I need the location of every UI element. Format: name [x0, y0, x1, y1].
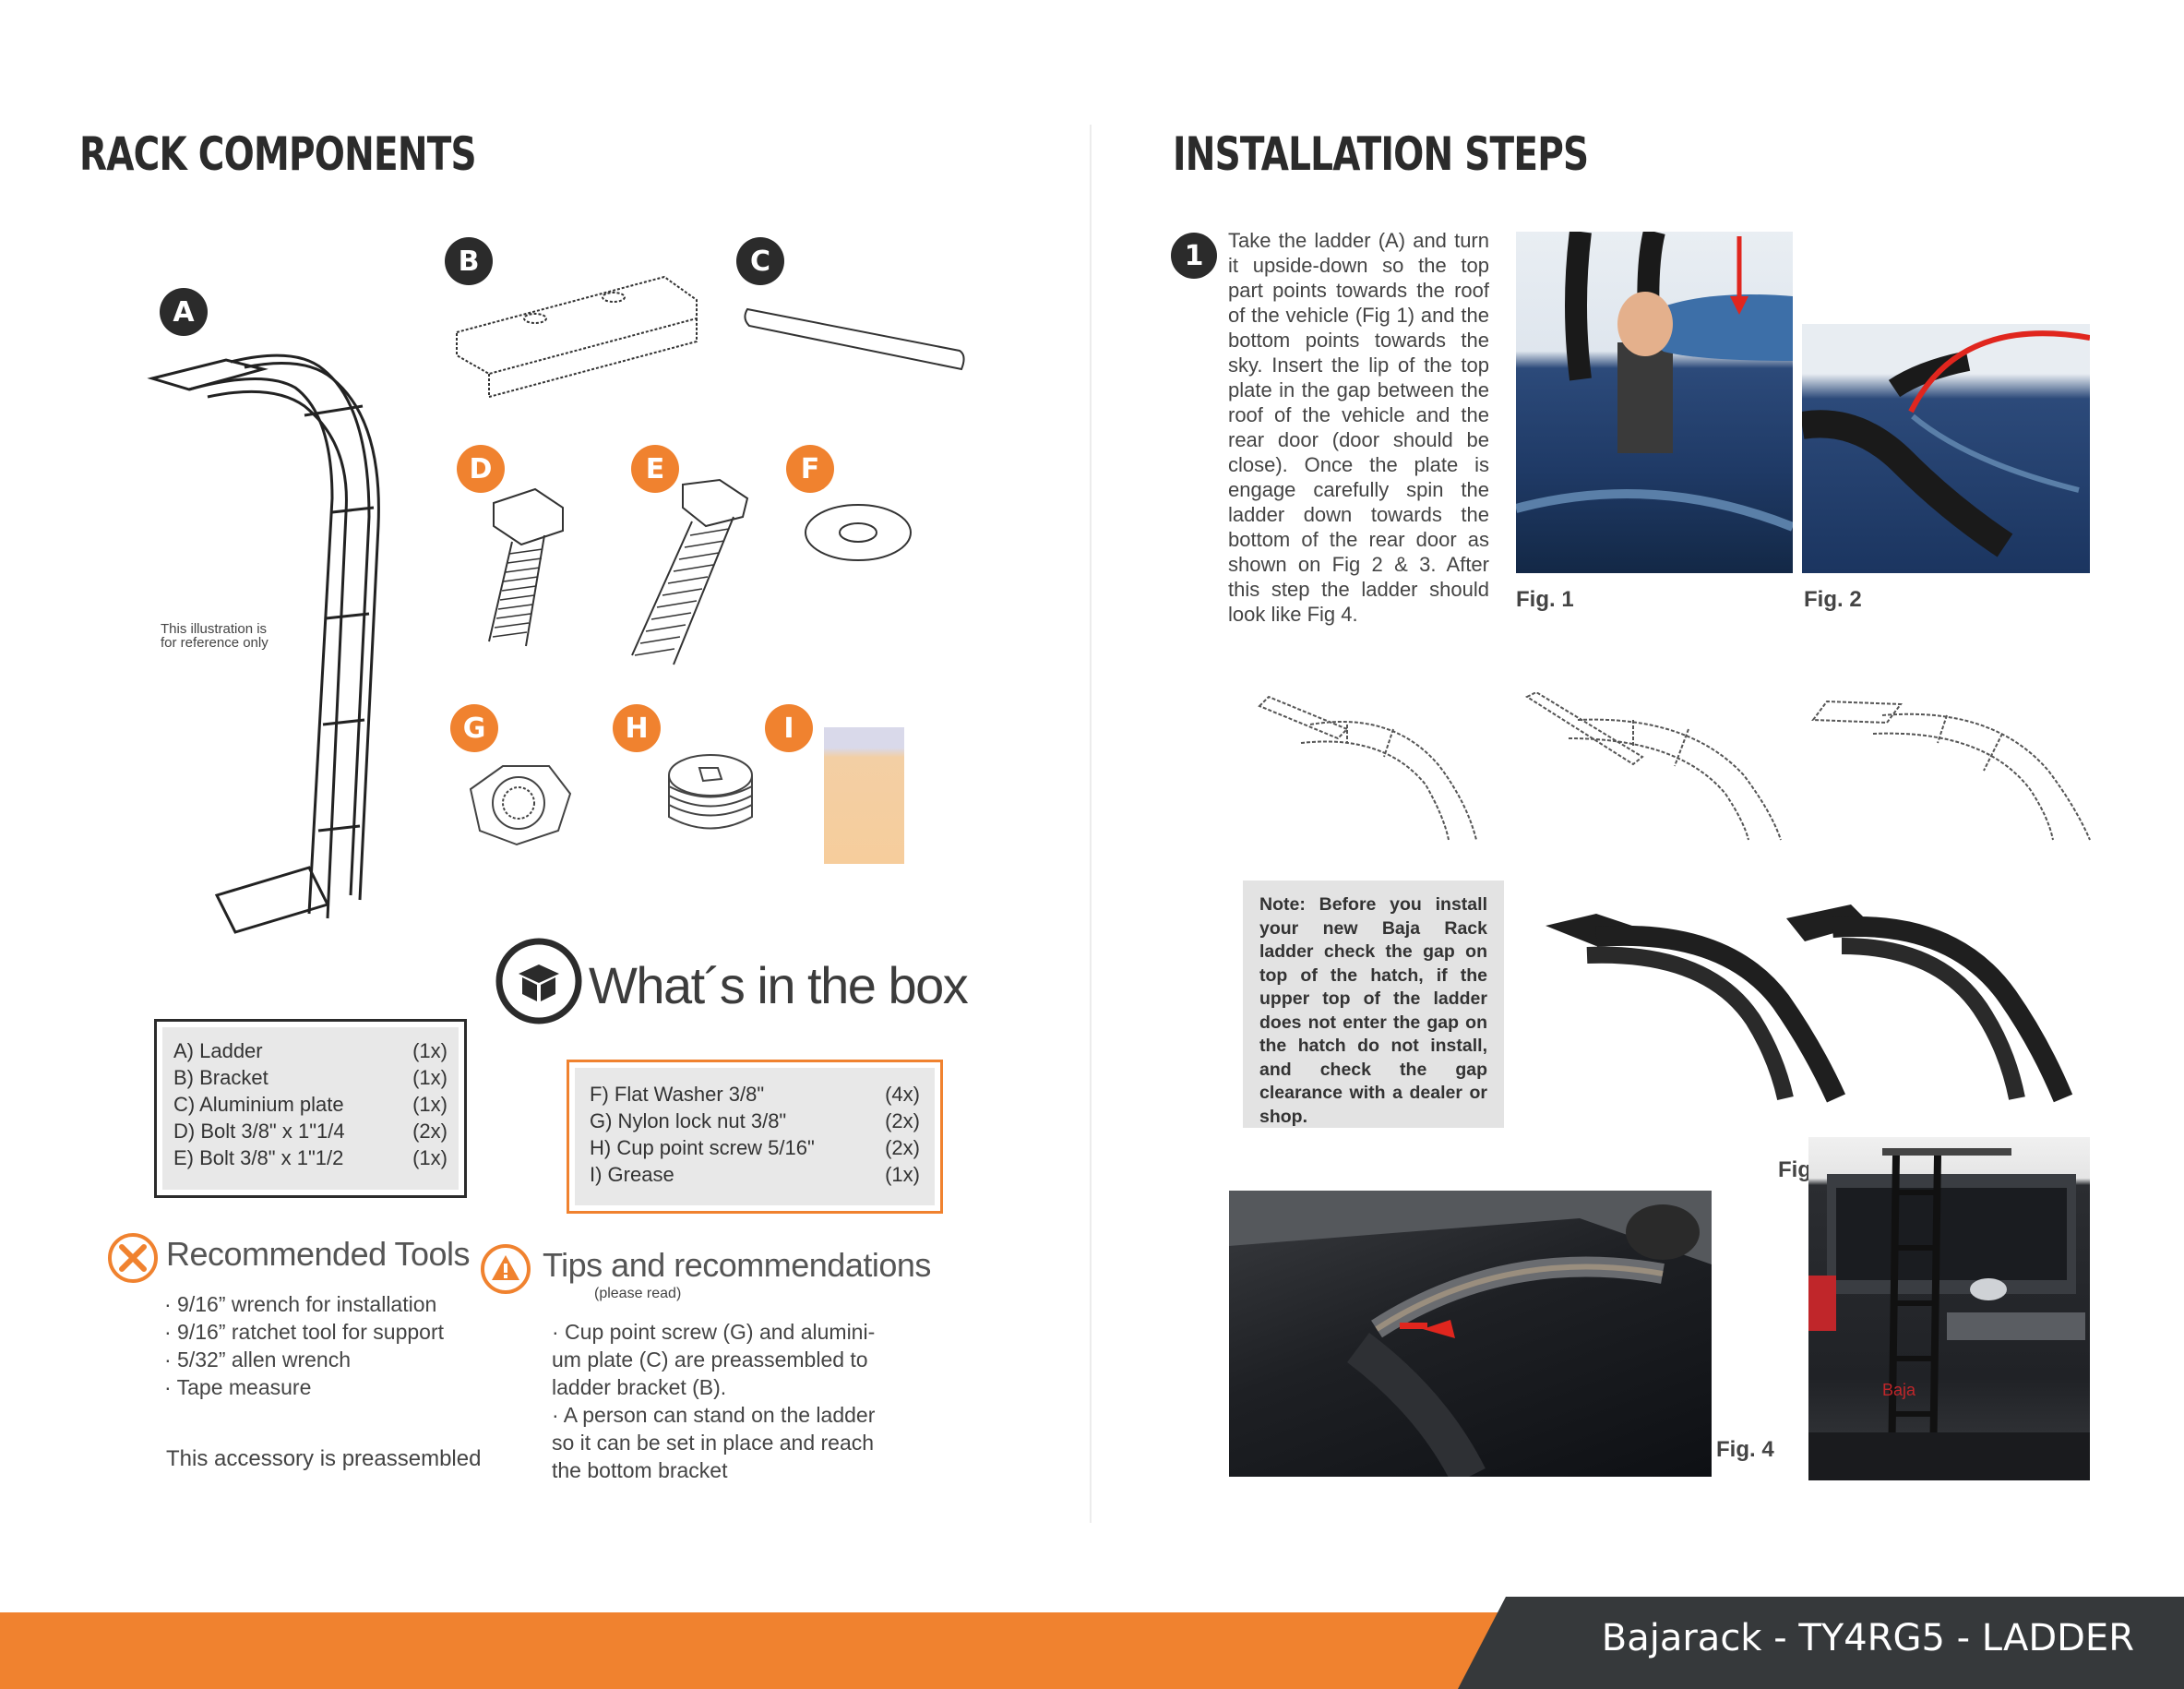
ladder-illustration [147, 353, 380, 934]
tips-line: the bottom bracket [552, 1458, 728, 1482]
fig-4-photo [1229, 1191, 1712, 1477]
tips-line: so it can be set in place and reach [552, 1431, 875, 1455]
badge-e: E [631, 445, 679, 493]
parts-row: D) Bolt 3/8" x 1"1/4(2x) [173, 1120, 448, 1143]
parts-row: E) Bolt 3/8" x 1"1/2(1x) [173, 1146, 448, 1169]
bolt-e-illustration [631, 478, 749, 665]
tools-list-item: · Tape measure [164, 1375, 312, 1399]
whats-in-box-title: What´s in the box [589, 956, 969, 1014]
illustration-note-line1: This illustration is [161, 621, 268, 637]
fig-4-label: Fig. 4 [1716, 1437, 1774, 1462]
fig-2-photo [1802, 324, 2090, 573]
ladder-rotation-drawing-3 [1811, 700, 2091, 841]
parts-row: I) Grease(1x) [590, 1163, 920, 1186]
badge-g: G [450, 704, 498, 752]
footer-orange-band [0, 1612, 1513, 1689]
step-number-badge: 1 [1171, 233, 1217, 279]
tips-subtitle: (please read) [594, 1286, 682, 1301]
tools-list: · 9/16” wrench for installation · 9/16” … [164, 1290, 444, 1401]
rack-components-heading: RACK COMPONENTS [79, 127, 477, 181]
parts-row: F) Flat Washer 3/8"(4x) [590, 1083, 920, 1106]
preassembled-note: This accessory is preassembled [166, 1446, 482, 1471]
parts-row: G) Nylon lock nut 3/8"(2x) [590, 1109, 920, 1132]
badge-f: F [786, 445, 834, 493]
ladder-render-1 [1546, 914, 1846, 1103]
badge-h: H [613, 704, 661, 752]
step-1-text: Take the ladder (A) and turn it upside-d… [1228, 229, 1489, 626]
tips-line: · A person can stand on the ladder [552, 1403, 876, 1427]
installation-steps-heading: INSTALLATION STEPS [1173, 127, 1589, 181]
svg-text:Baja: Baja [1882, 1381, 1916, 1399]
grease-packet [824, 727, 904, 864]
nut-illustration [469, 765, 572, 846]
footer-product-name: Bajarack - TY4RG5 - LADDER [1601, 1617, 2134, 1659]
plate-illustration [744, 307, 965, 371]
box-icon [495, 938, 582, 1024]
badge-c: C [736, 237, 784, 285]
page-divider [1090, 125, 1092, 1523]
bolt-d-illustration [488, 487, 564, 647]
badge-b: B [445, 237, 493, 285]
badge-i: I [765, 704, 813, 752]
parts-row: C) Aluminium plate(1x) [173, 1093, 448, 1116]
ladder-render-2 [1786, 904, 2073, 1103]
washer-illustration [805, 504, 912, 561]
fig-3-photo: Baja [1808, 1137, 2090, 1480]
tools-icon [108, 1233, 158, 1283]
tools-title: Recommended Tools [166, 1235, 471, 1273]
illustration-note-line2: for reference only [161, 635, 269, 651]
tips-list: · Cup point screw (G) and alumini- um pl… [552, 1318, 875, 1484]
tips-title: Tips and recommendations [543, 1246, 931, 1284]
tools-list-item: · 9/16” ratchet tool for support [164, 1320, 444, 1344]
tips-line: · Cup point screw (G) and alumini- [552, 1320, 876, 1344]
fig-1-photo [1516, 232, 1793, 573]
footer-dark-band [1458, 1597, 2184, 1689]
parts-list-box-2: F) Flat Washer 3/8"(4x) G) Nylon lock nu… [567, 1060, 943, 1214]
parts-row: A) Ladder(1x) [173, 1039, 448, 1062]
ladder-rotation-drawing-1 [1258, 695, 1477, 841]
parts-row: H) Cup point screw 5/16"(2x) [590, 1136, 920, 1159]
badge-a: A [160, 288, 208, 336]
parts-list-box-1: A) Ladder(1x) B) Bracket(1x) C) Aluminiu… [154, 1019, 467, 1198]
warning-icon [481, 1244, 531, 1294]
install-note: Note: Before you install your new Baja R… [1243, 880, 1504, 1128]
tips-line: ladder bracket (B). [552, 1375, 727, 1399]
bracket-illustration [456, 275, 698, 399]
tips-line: um plate (C) are preassembled to [552, 1348, 868, 1372]
ladder-rotation-drawing-2 [1524, 692, 1782, 841]
tools-list-item: · 9/16” wrench for installation [164, 1292, 437, 1316]
badge-d: D [457, 445, 505, 493]
parts-row: B) Bracket(1x) [173, 1066, 448, 1089]
fig-1-label: Fig. 1 [1516, 587, 1574, 612]
tools-list-item: · 5/32” allen wrench [164, 1348, 351, 1372]
fig-2-label: Fig. 2 [1804, 587, 1862, 612]
cup-screw-illustration [668, 754, 753, 830]
